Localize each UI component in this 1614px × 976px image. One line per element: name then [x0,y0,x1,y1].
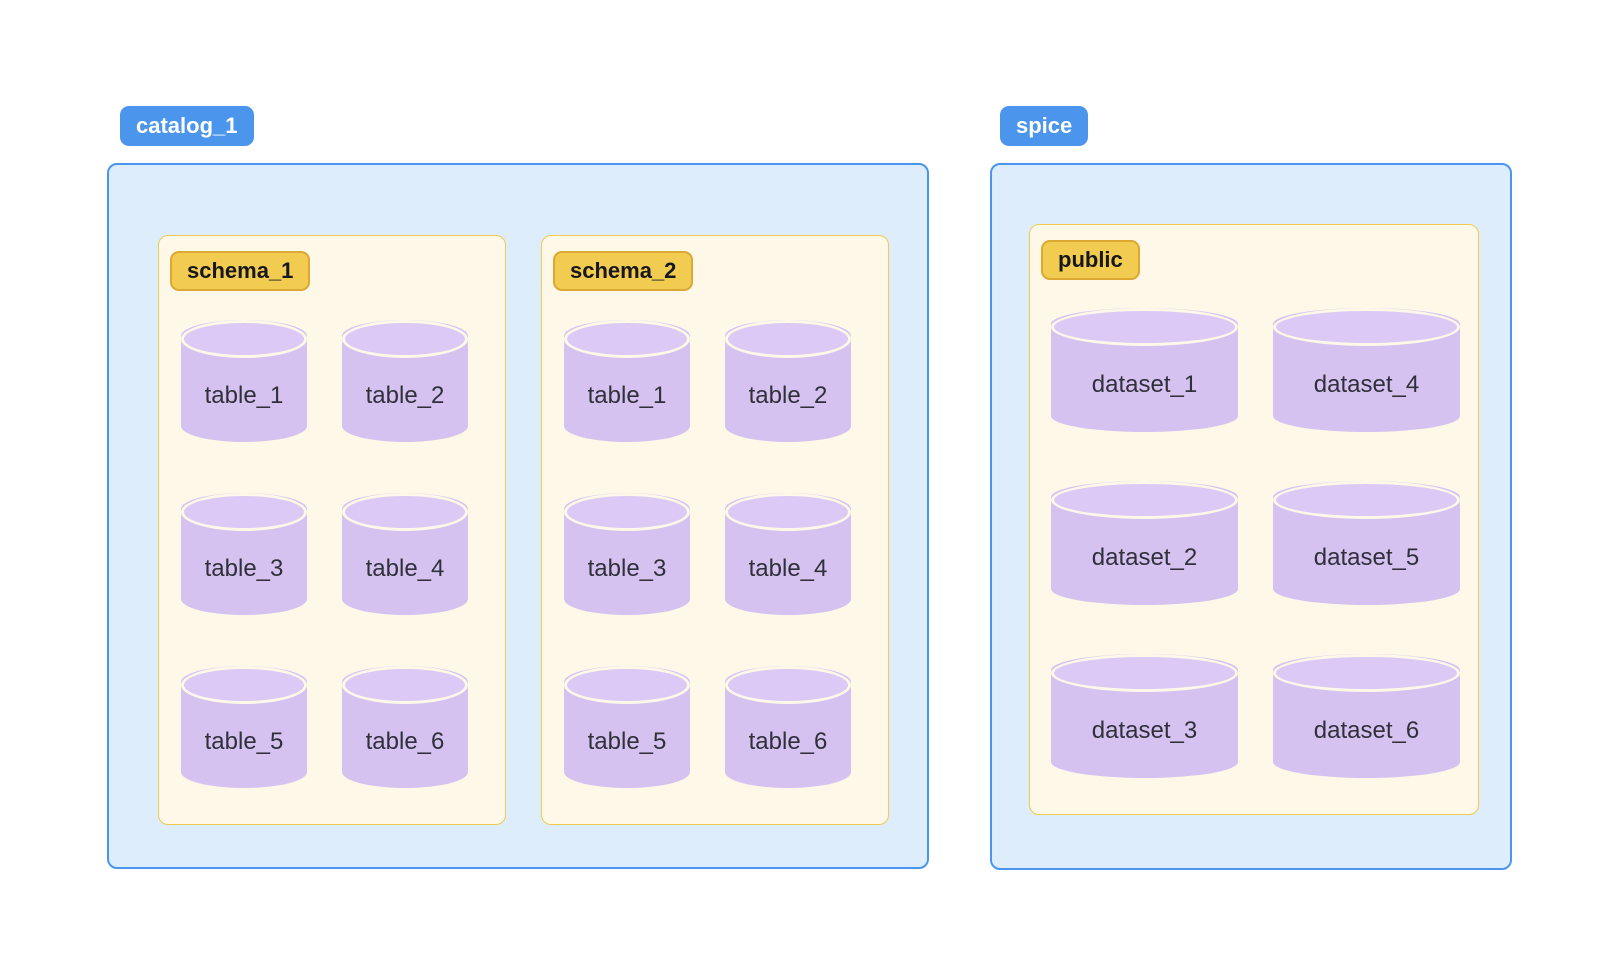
dataset-label: dataset_3 [1091,716,1198,744]
dataset-label: dataset_5 [1313,543,1420,571]
database-cylinder-icon: dataset_6 [1273,654,1460,778]
catalog-badge-catalog-1: catalog_1 [120,106,254,146]
table-label: table_3 [204,554,284,582]
table-label: table_5 [587,727,667,755]
schema-box-schema-1: schema_1 table_1 table_2 table_3 table_4… [158,235,506,825]
database-cylinder-icon: table_4 [342,493,468,615]
table-label: table_6 [748,727,828,755]
database-cylinder-icon: table_2 [725,320,851,442]
table-label: table_1 [587,381,667,409]
table-label: table_5 [204,727,284,755]
table-label: table_2 [365,381,445,409]
table-grid-schema-1: table_1 table_2 table_3 table_4 table_5 … [181,320,468,788]
table-label: table_6 [365,727,445,755]
dataset-grid-public: dataset_1 dataset_2 dataset_3 dataset_4 … [1051,308,1460,778]
database-cylinder-icon: dataset_5 [1273,481,1460,605]
database-cylinder-icon: dataset_4 [1273,308,1460,432]
database-cylinder-icon: table_3 [181,493,307,615]
table-label: table_1 [204,381,284,409]
catalog-container-spice: public dataset_1 dataset_2 dataset_3 dat… [990,163,1512,870]
database-cylinder-icon: table_3 [564,493,690,615]
schema-badge-public: public [1041,240,1140,280]
schema-box-public: public dataset_1 dataset_2 dataset_3 dat… [1029,224,1479,815]
schema-badge-schema-1: schema_1 [170,251,311,291]
table-label: table_2 [748,381,828,409]
dataset-label: dataset_4 [1313,370,1420,398]
table-label: table_4 [748,554,828,582]
database-cylinder-icon: table_1 [564,320,690,442]
catalog-container-catalog-1: schema_1 table_1 table_2 table_3 table_4… [107,163,929,869]
database-cylinder-icon: dataset_1 [1051,308,1238,432]
dataset-label: dataset_1 [1091,370,1198,398]
dataset-label: dataset_2 [1091,543,1198,571]
table-grid-schema-2: table_1 table_2 table_3 table_4 table_5 … [564,320,851,788]
catalog-badge-spice: spice [1000,106,1089,146]
database-cylinder-icon: table_5 [564,666,690,788]
database-cylinder-icon: table_6 [342,666,468,788]
dataset-label: dataset_6 [1313,716,1420,744]
database-cylinder-icon: dataset_2 [1051,481,1238,605]
database-cylinder-icon: dataset_3 [1051,654,1238,778]
database-cylinder-icon: table_4 [725,493,851,615]
schema-badge-schema-2: schema_2 [553,251,694,291]
schema-box-schema-2: schema_2 table_1 table_2 table_3 table_4… [541,235,889,825]
database-cylinder-icon: table_2 [342,320,468,442]
database-cylinder-icon: table_6 [725,666,851,788]
database-cylinder-icon: table_5 [181,666,307,788]
table-label: table_4 [365,554,445,582]
table-label: table_3 [587,554,667,582]
database-cylinder-icon: table_1 [181,320,307,442]
